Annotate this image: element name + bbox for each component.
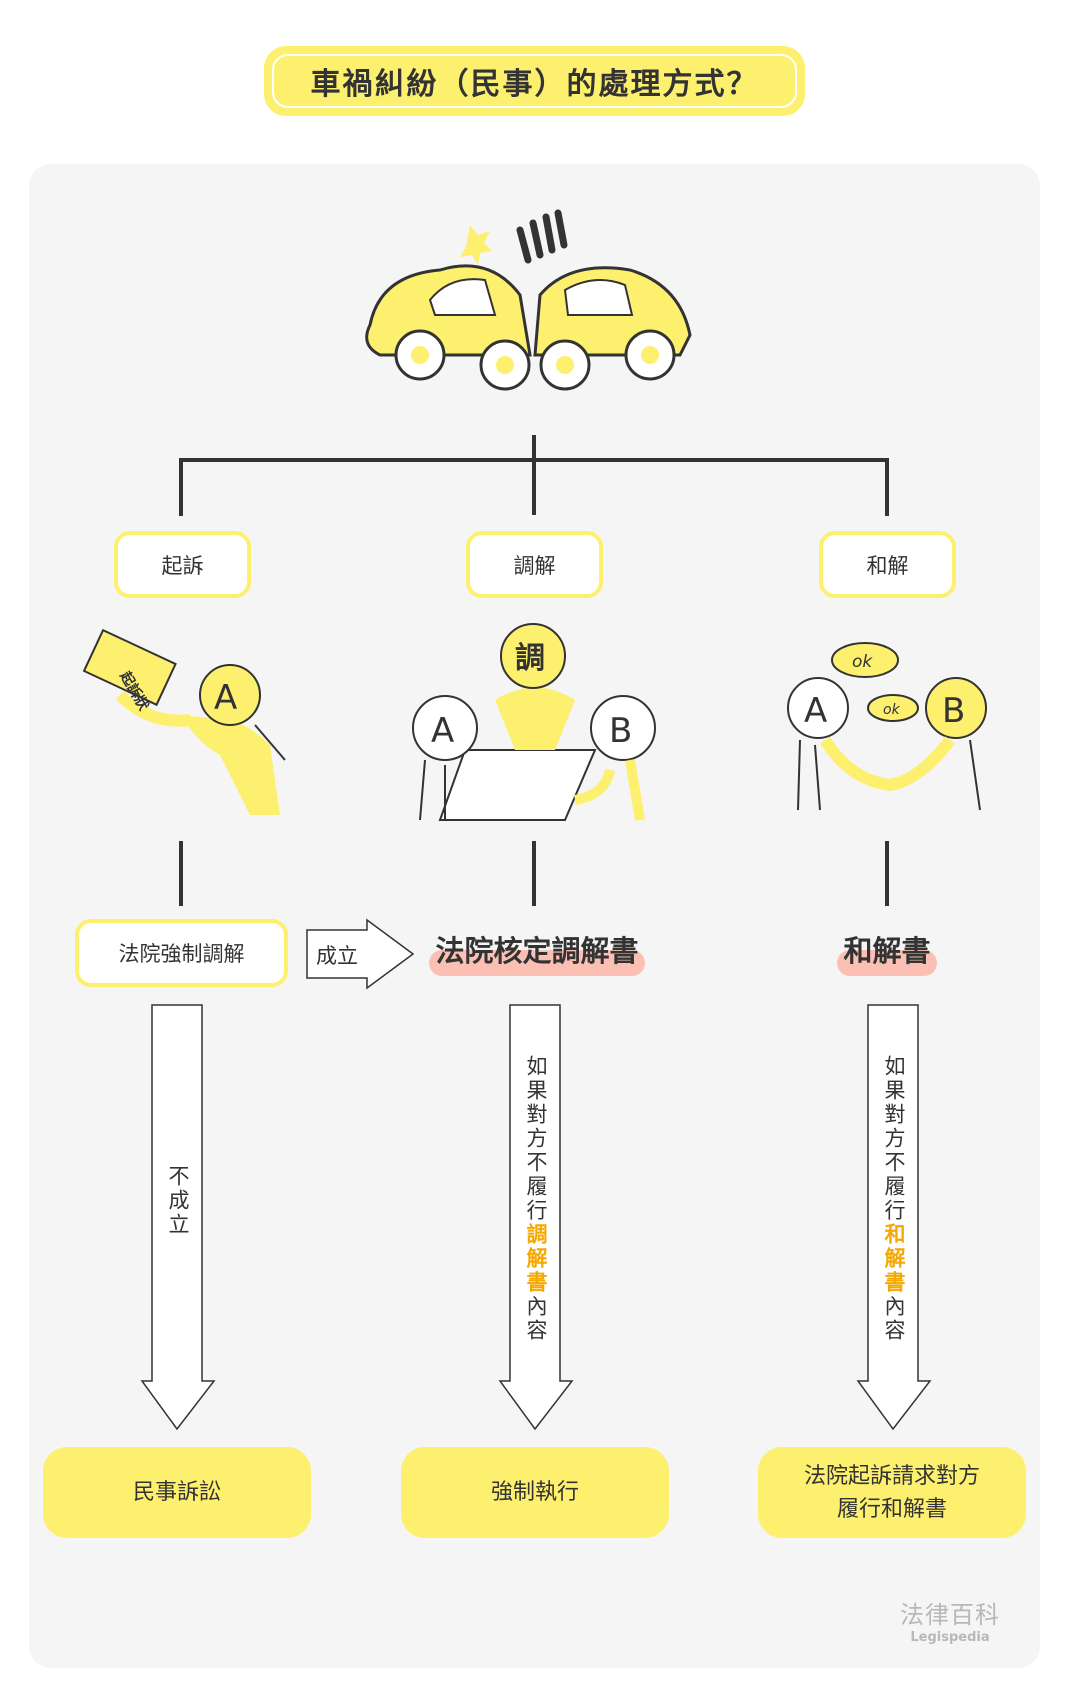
down-arrow: [498, 1004, 574, 1431]
person-a-label: A: [804, 691, 827, 731]
car-crash-illustration: [365, 209, 692, 391]
ok-bubble: ok: [883, 702, 901, 718]
note-highlight: 調解書: [524, 1223, 548, 1295]
watermark-en: Legispedia: [910, 1630, 990, 1645]
result-line: 法院起訴請求對方: [803, 1463, 980, 1489]
court-approved-mediation-doc: 法院核定調解書: [410, 928, 664, 976]
established-label: 成立: [316, 944, 358, 968]
result-line: 履行和解書: [836, 1496, 947, 1522]
connector-line: [885, 458, 889, 516]
result-civil-lawsuit: 民事訴訟: [43, 1447, 311, 1538]
person-a-label: A: [214, 678, 237, 718]
connector-line: [532, 435, 536, 515]
node-settlement: 和解: [819, 531, 956, 598]
non-performance-note: 如果對方不履行調解書內容: [521, 1055, 551, 1343]
person-b-label: B: [609, 711, 632, 751]
established-arrow: [306, 918, 415, 990]
note-text: 如果對方不履行: [524, 1055, 548, 1223]
mediator-label: 調: [515, 641, 545, 676]
connector-line: [885, 841, 889, 906]
watermark-cn: 法律百科: [900, 1601, 1000, 1629]
page-title: 車禍糾紛（民事）的處理方式？: [272, 54, 797, 108]
doc-title: 和解書: [837, 928, 937, 976]
node-lawsuit: 起訴: [114, 531, 251, 598]
ok-bubble: ok: [852, 652, 873, 672]
person-b-label: B: [942, 691, 965, 731]
result-sue-for-performance: 法院起訴請求對方履行和解書: [758, 1447, 1026, 1538]
node-mediation: 調解: [466, 531, 603, 598]
watermark-logo: 法律百科 Legispedia: [900, 1595, 1000, 1645]
result-enforcement: 強制執行: [401, 1447, 669, 1538]
settlement-doc: 和解書: [800, 928, 974, 976]
note-text: 如果對方不履行: [882, 1055, 906, 1223]
mediation-illustration: 調 A B: [412, 623, 656, 821]
title-box: 車禍糾紛（民事）的處理方式？: [264, 46, 805, 116]
connector-line: [532, 841, 536, 906]
connector-line: [179, 458, 889, 462]
court-mandatory-mediation-box: 法院強制調解: [75, 919, 288, 987]
settlement-illustration: ok ok A B: [787, 642, 987, 811]
person-a-label: A: [431, 711, 454, 751]
doc-title: 法院核定調解書: [429, 928, 645, 976]
connector-line: [179, 841, 183, 906]
connector-line: [179, 458, 183, 516]
lawsuit-illustration: 起訴狀 A: [82, 628, 286, 815]
note-text: 內容: [524, 1295, 548, 1343]
non-performance-note: 如果對方不履行和解書內容: [879, 1055, 909, 1343]
note-highlight: 和解書: [882, 1223, 906, 1295]
down-arrow: [140, 1004, 216, 1431]
exclamation-marks-icon: [516, 209, 568, 264]
note-text: 內容: [882, 1295, 906, 1343]
spark-icon: [460, 225, 492, 265]
not-established-label: 不成立: [166, 1165, 190, 1237]
down-arrow: [856, 1004, 932, 1431]
